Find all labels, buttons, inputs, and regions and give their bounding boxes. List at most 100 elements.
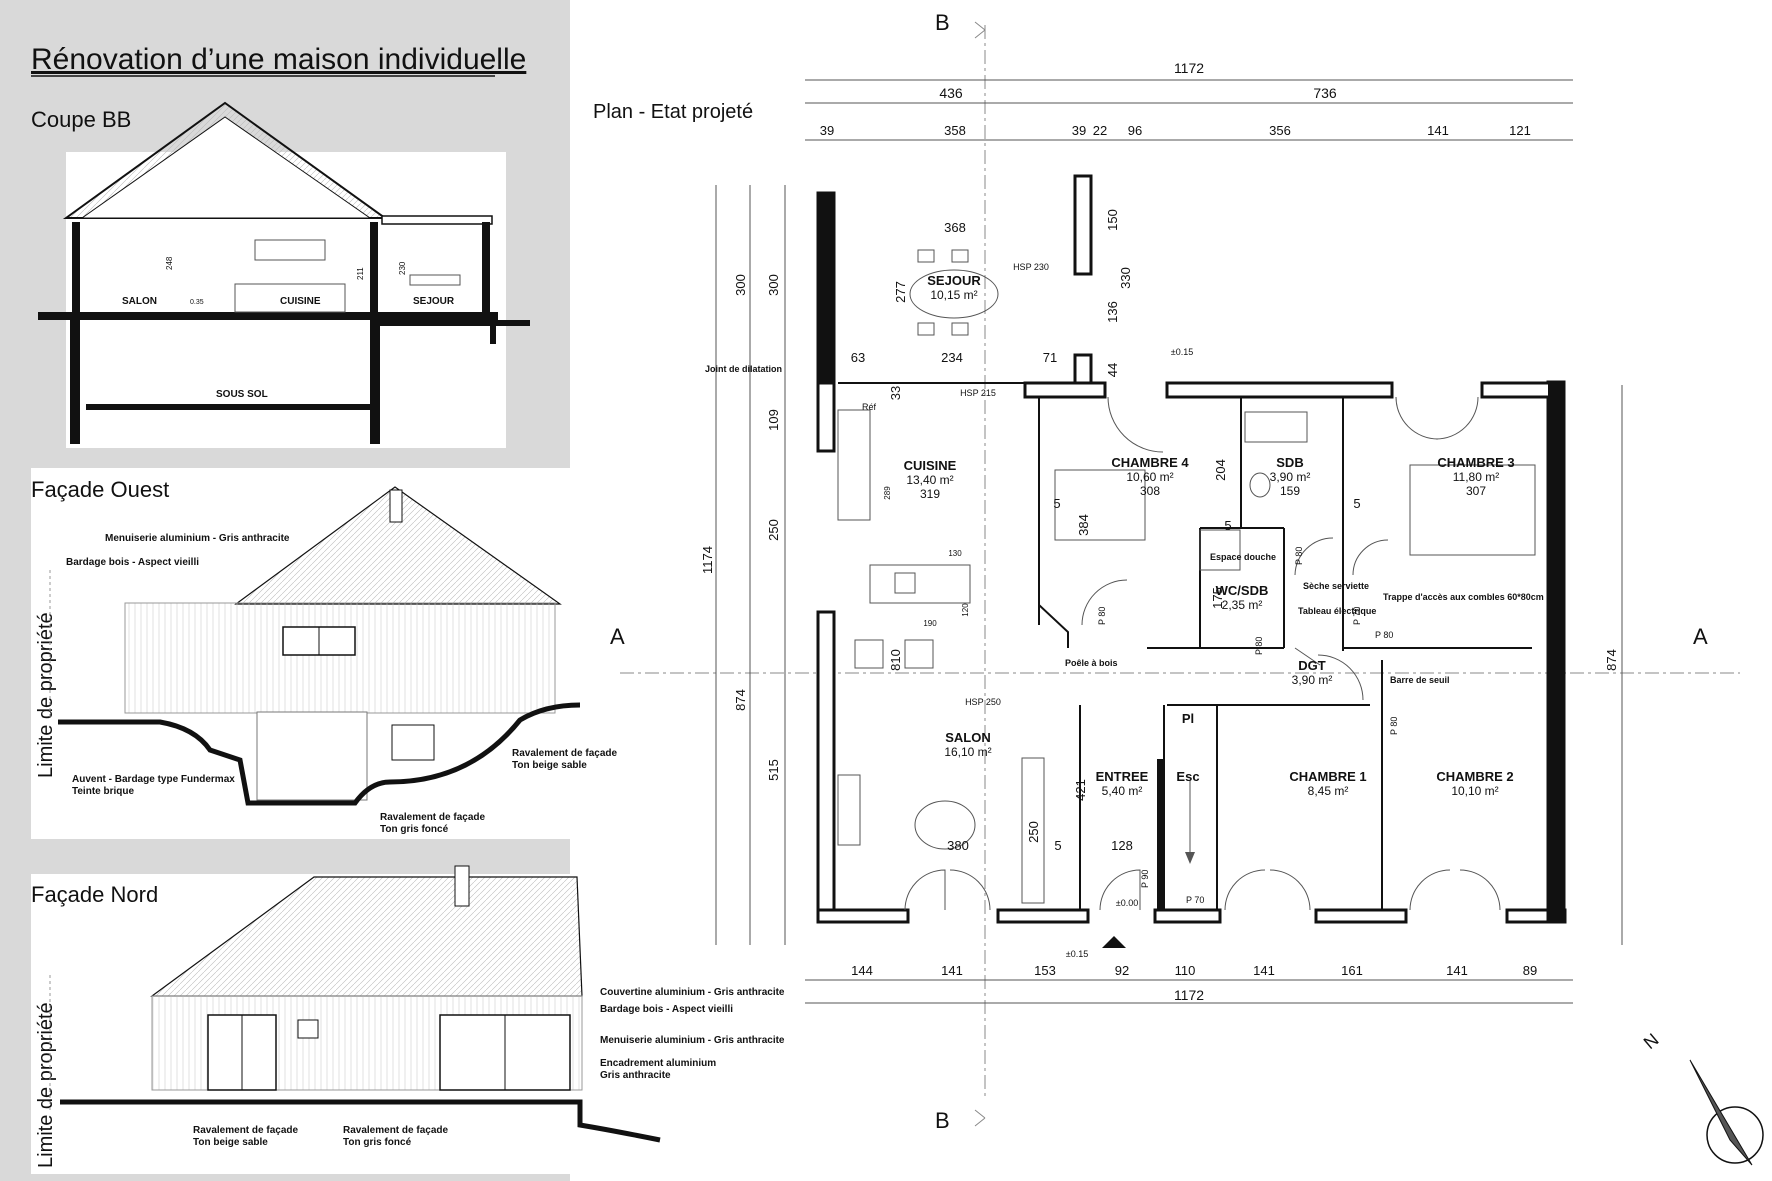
dim-bottom-row1-2: 153 xyxy=(1034,963,1056,978)
dim-bottom-row1-8: 89 xyxy=(1523,963,1537,978)
section-arrow-b-bottom xyxy=(974,1109,986,1127)
room-cuisine-extra: 319 xyxy=(920,487,940,501)
plan-inner-dim-5: 44 xyxy=(1105,363,1120,377)
plan-tag-2: HSP 250 xyxy=(965,697,1001,707)
dim-left-5: 874 xyxy=(733,689,748,711)
room-salon-name: SALON xyxy=(945,730,991,745)
door-tag-4: P 80 xyxy=(1389,717,1399,735)
sejour-dining-table xyxy=(909,249,999,336)
plan-inner-dim-4: 136 xyxy=(1105,301,1120,323)
plan-note-5: Poêle à bois xyxy=(1065,658,1118,668)
plan-tag-4: ±0.15 xyxy=(1066,949,1088,959)
bathroom-furniture xyxy=(1054,411,1536,571)
room-salon-area: 16,10 m² xyxy=(944,745,991,759)
room-chambre-2-area: 10,10 m² xyxy=(1451,784,1498,798)
room-sdb-area: 3,90 m² xyxy=(1270,470,1311,484)
svg-text:N: N xyxy=(1640,1029,1663,1053)
entrance-arrow-icon xyxy=(1102,936,1126,948)
plan-inner-dim-22: 421 xyxy=(1073,779,1088,801)
plan-inner-dim-9: 33 xyxy=(888,386,903,400)
room-chambre-3-name: CHAMBRE 3 xyxy=(1437,455,1514,470)
nord-note-bardage: Bardage bois - Aspect vieilli xyxy=(600,1004,733,1015)
nord-note-gris: Ton gris foncé xyxy=(343,1137,412,1148)
room-chambre-4-name: CHAMBRE 4 xyxy=(1111,455,1189,470)
sheet-title: Rénovation d’une maison individuelle xyxy=(31,43,526,76)
plan-inner-dim-19: 250 xyxy=(1026,821,1041,843)
dim-bottom-row1-3: 92 xyxy=(1115,963,1129,978)
ouest-note-ravalement-1: Ravalement de façade xyxy=(512,748,617,759)
dim-top-row3-3: 22 xyxy=(1093,123,1107,138)
coupe-room-salon: SALON xyxy=(122,296,157,307)
wall-right-solid xyxy=(1548,382,1564,922)
room-dgt-name: DGT xyxy=(1298,658,1326,673)
plan-note-3: Tableau électrique xyxy=(1298,606,1376,616)
stair-arrow-head-icon xyxy=(1185,852,1195,864)
nord-note-menuiserie: Menuiserie aluminium - Gris anthracite xyxy=(600,1035,785,1046)
room-wc-sdb-name: WC/SDB xyxy=(1216,583,1269,598)
room-esc-name: Esc xyxy=(1176,769,1199,784)
plan-partitions xyxy=(838,382,1532,911)
ouest-note-auvent: Auvent - Bardage type Fundermax xyxy=(72,774,235,785)
room-entree-area: 5,40 m² xyxy=(1102,784,1143,798)
plan-inner-dim-20: 5 xyxy=(1054,838,1061,853)
plan-doors xyxy=(904,396,1501,911)
plan-inner-dim-8: 71 xyxy=(1043,350,1057,365)
dim-left-6: 515 xyxy=(766,759,781,781)
kitchen-furniture xyxy=(837,409,971,604)
facade-nord-drawing xyxy=(49,865,661,1143)
room-pl-name: Pl xyxy=(1182,711,1194,726)
room-entree-name: ENTREE xyxy=(1096,769,1149,784)
dim-top-row3-0: 39 xyxy=(820,123,834,138)
ouest-note-menuiserie: Menuiserie aluminium - Gris anthracite xyxy=(105,533,290,544)
dim-right-0: 874 xyxy=(1604,649,1619,671)
nord-note-encadrement-color: Gris anthracite xyxy=(600,1070,671,1081)
nord-note-beige: Ton beige sable xyxy=(193,1137,268,1148)
dim-bottom-row1-6: 161 xyxy=(1341,963,1363,978)
plan-inner-dim-15: 175 xyxy=(1210,587,1225,609)
section-mark-b-top: B xyxy=(935,10,950,35)
plan-tag-3: ±0.15 xyxy=(1171,347,1193,357)
dim-bottom-row1-7: 141 xyxy=(1446,963,1468,978)
section-arrow-b-top xyxy=(974,21,986,39)
section-mark-a-right: A xyxy=(1693,624,1708,649)
dim-bottom-row1-5: 141 xyxy=(1253,963,1275,978)
plan-note-1: Espace douche xyxy=(1210,552,1276,562)
plan-note-4: Trappe d'accès aux combles 60*80cm xyxy=(1383,592,1544,602)
coupe-dim-211: 211 xyxy=(356,267,365,280)
dim-top-row3-2: 39 xyxy=(1072,123,1086,138)
plan-note-2: Sèche serviette xyxy=(1303,581,1369,591)
plan-inner-dim-14: 5 xyxy=(1353,496,1360,511)
wall-sejour-left-solid xyxy=(818,193,834,383)
coupe-room-sous-sol: SOUS SOL xyxy=(216,389,268,400)
room-sejour-name: SEJOUR xyxy=(927,273,981,288)
ouest-note-bardage: Bardage bois - Aspect vieilli xyxy=(66,557,199,568)
dim-left-4: 250 xyxy=(766,519,781,541)
dim-top-row3-4: 96 xyxy=(1128,123,1142,138)
facade-ouest-limit-label: Limite de propriété xyxy=(35,612,57,778)
room-chambre-4-extra: 308 xyxy=(1140,484,1160,498)
room-wc-sdb-area: 2,35 m² xyxy=(1222,598,1263,612)
plan-note-6: Barre de seuil xyxy=(1390,675,1450,685)
ouest-note-beige: Ton beige sable xyxy=(512,760,587,771)
dim-top-row3-7: 121 xyxy=(1509,123,1531,138)
coupe-room-sejour: SEJOUR xyxy=(413,296,455,307)
plan-inner-dim-1: 277 xyxy=(893,281,908,303)
door-tag-6: P 70 xyxy=(1186,895,1204,905)
plan-inner-dim-10: 204 xyxy=(1213,459,1228,481)
room-cuisine-name: CUISINE xyxy=(904,458,957,473)
plan-inner-dim-16: 5 xyxy=(1224,518,1231,533)
plan-inner-dim-21: 128 xyxy=(1111,838,1133,853)
dim-top-total: 1172 xyxy=(1174,60,1204,76)
dim-bottom-total: 1172 xyxy=(1174,987,1204,1003)
plan-dimension-lines xyxy=(715,79,1623,1004)
ouest-note-gris: Ton gris foncé xyxy=(380,824,449,835)
room-chambre-1-name: CHAMBRE 1 xyxy=(1289,769,1366,784)
dim-left-1: 300 xyxy=(766,274,781,296)
section-mark-a-left: A xyxy=(610,624,625,649)
door-tag-3: P 80 xyxy=(1375,630,1393,640)
coupe-bb-title: Coupe BB xyxy=(31,107,131,132)
room-chambre-4-area: 10,60 m² xyxy=(1126,470,1173,484)
coupe-room-cuisine: CUISINE xyxy=(280,296,321,307)
nord-note-encadrement: Encadrement aluminium xyxy=(600,1058,716,1069)
